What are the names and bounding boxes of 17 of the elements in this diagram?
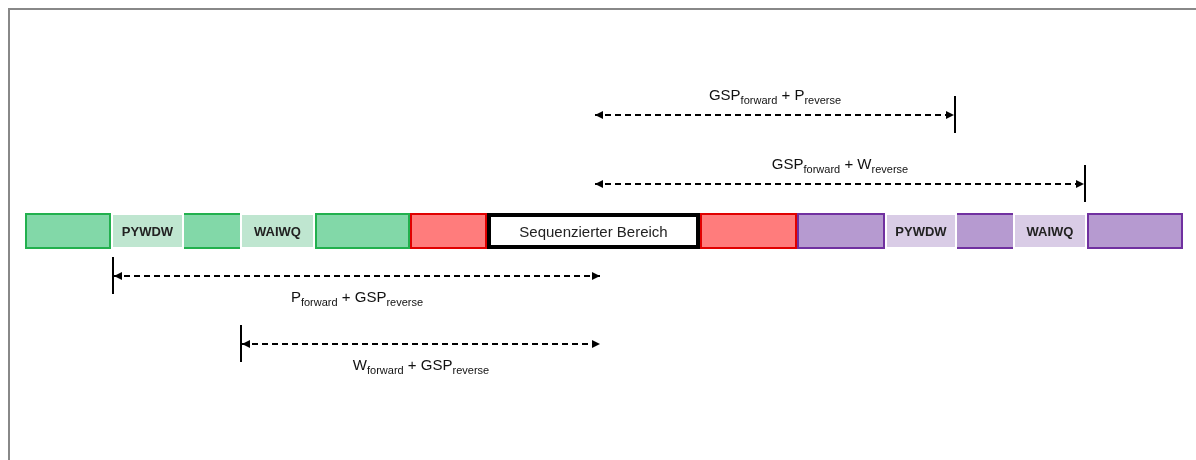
sequence-segment — [184, 213, 240, 249]
motif-segment: WAIWQ — [1013, 213, 1087, 249]
sequenced-region-box: Sequenzierter Bereich — [487, 213, 700, 249]
sequence-segment — [1087, 213, 1183, 249]
motif-segment: WAIWQ — [240, 213, 315, 249]
sequence-segment — [25, 213, 111, 249]
primer-pair-label: GSP$_{forward}$ + P$_{reverse}$ — [708, 86, 842, 106]
primer-pair-label: W$_{forward}$ + GSP$_{reverse}$ — [352, 356, 490, 376]
primer-pair-label: GSP$_{forward}$ + W$_{reverse}$ — [771, 155, 909, 175]
sequence-segment — [700, 213, 797, 249]
sequence-segment — [957, 213, 1013, 249]
primer-pair-label: P$_{forward}$ + GSP$_{reverse}$ — [290, 288, 424, 308]
motif-segment: PYWDW — [885, 213, 957, 249]
sequence-segment — [410, 213, 487, 249]
sequence-segment — [315, 213, 410, 249]
motif-segment: PYWDW — [111, 213, 184, 249]
sequence-segment — [797, 213, 885, 249]
